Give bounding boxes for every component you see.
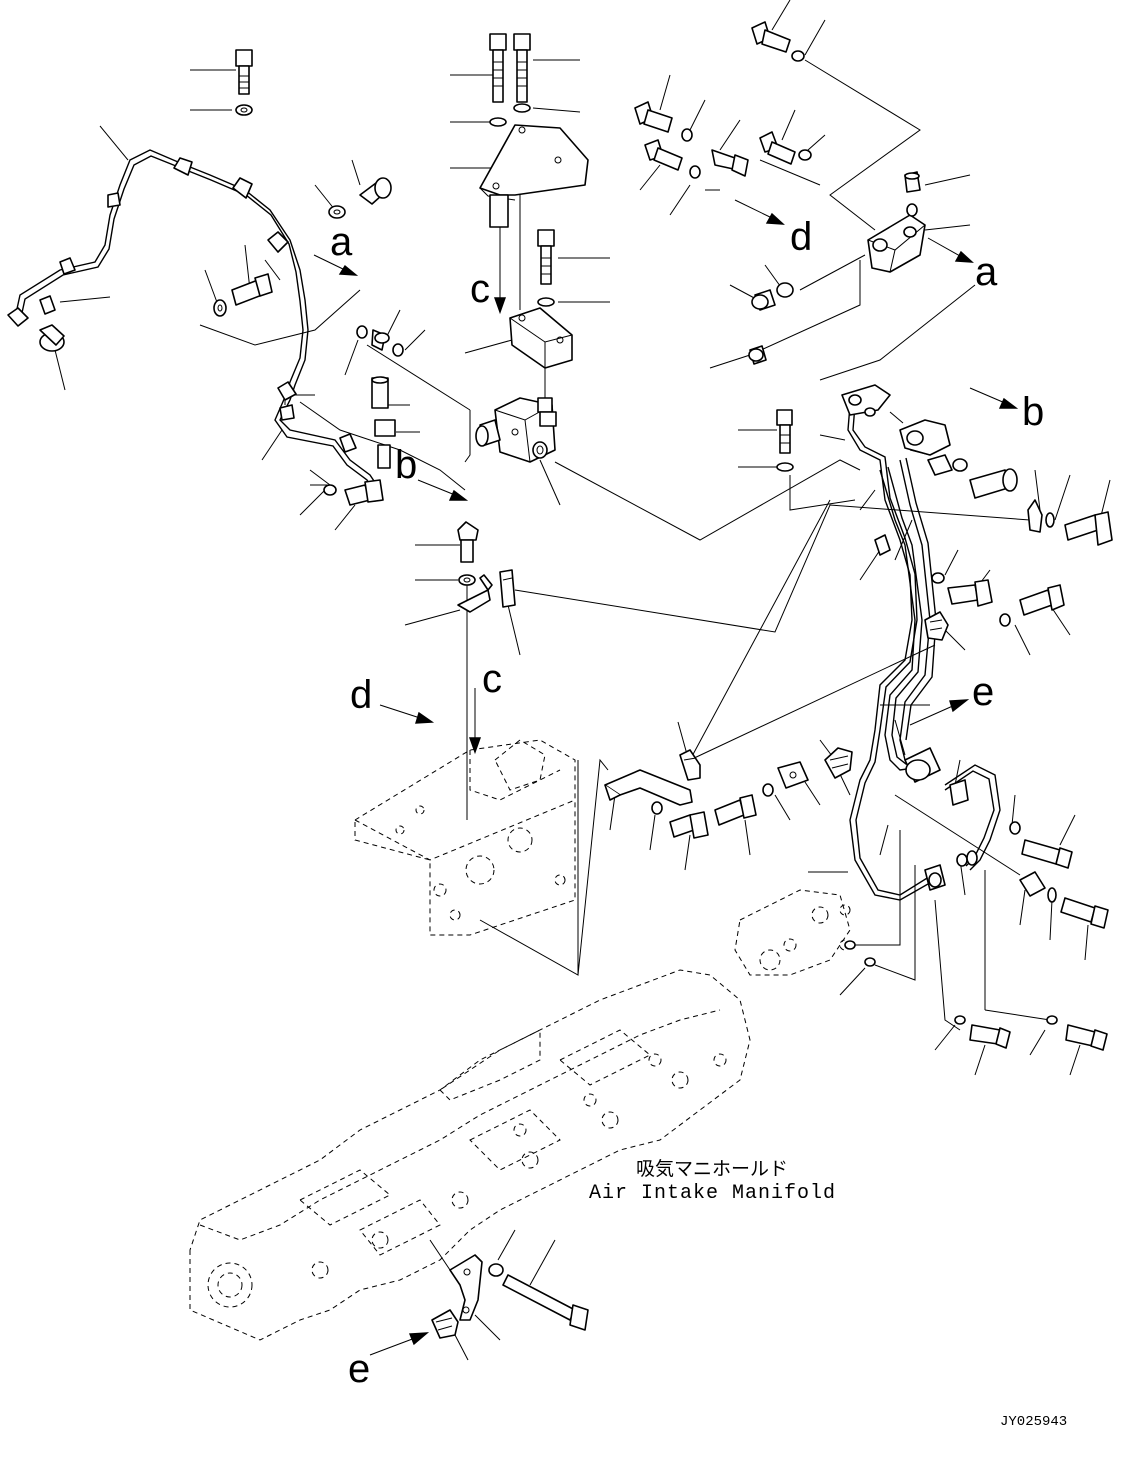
- air-intake-manifold: [189, 969, 751, 1341]
- ref-letter-c-top: c: [470, 267, 490, 311]
- valve-body: [734, 889, 851, 976]
- ref-letter-d-right: d: [790, 215, 812, 259]
- center-bolts: [489, 33, 531, 127]
- ref-letter-b-left: b: [395, 443, 417, 487]
- ref-letter-d-left: d: [350, 673, 372, 717]
- eye-bolt-left: [328, 177, 392, 219]
- harness-tube-right: [841, 384, 1001, 901]
- bolt-stack-top-left: [235, 49, 253, 116]
- ref-letter-c-bottom: c: [482, 657, 502, 701]
- ref-letter-e-right: e: [972, 670, 994, 714]
- top-right-valve: [748, 171, 926, 365]
- reference-arrows: [313, 199, 1019, 1356]
- lower-clamps: [604, 747, 941, 839]
- lower-right-bolts: [844, 821, 1109, 1051]
- ref-letter-b-right: b: [1022, 390, 1044, 434]
- drawing-code: JY025943: [1000, 1414, 1067, 1430]
- top-right-bolts: [634, 21, 812, 179]
- union-fittings-left: [323, 325, 404, 506]
- solenoid-base: [509, 307, 573, 369]
- ref-letter-a-right: a: [975, 250, 998, 294]
- reference-letters: a a b b c c d d e e: [330, 215, 1044, 1391]
- manifold-caption-japanese: 吸気マニホールド: [636, 1158, 788, 1180]
- ref-letter-a-left: a: [330, 220, 353, 264]
- leader-lines: [54, 0, 1111, 1361]
- manifold-caption-english: Air Intake Manifold: [589, 1182, 836, 1205]
- bolt-mid-left: [213, 273, 273, 317]
- ref-letter-e-bottom: e: [348, 1347, 370, 1391]
- solenoid-valve: [475, 397, 557, 463]
- mounting-bracket: [479, 124, 589, 228]
- right-bolts: [776, 409, 1113, 641]
- bottom-bracket: [431, 1254, 589, 1339]
- harness-tube-left: [7, 149, 382, 502]
- clamp-group-center: [457, 521, 516, 613]
- heater-block: [354, 739, 576, 936]
- solenoid-bolt: [537, 229, 555, 307]
